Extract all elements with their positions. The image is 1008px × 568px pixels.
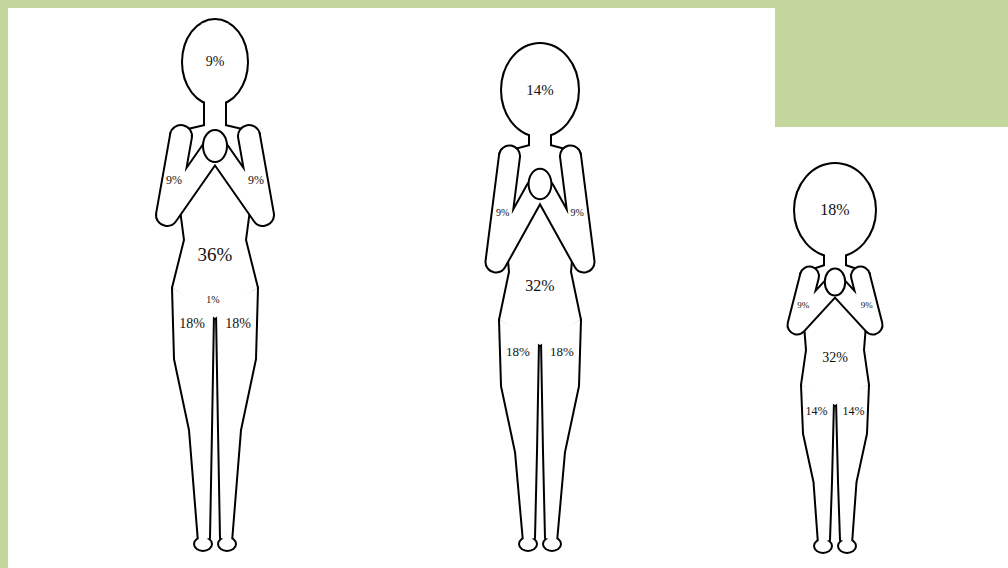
figure-foot (520, 538, 536, 550)
figure-head (502, 44, 578, 136)
percent-label: 36% (198, 245, 233, 264)
figure-leg (802, 385, 833, 544)
figure-leg (173, 288, 213, 542)
figure-leg (837, 385, 868, 544)
percent-label: 14% (843, 405, 865, 417)
figure-leg (173, 288, 213, 542)
percent-label: 1% (206, 295, 219, 305)
figure-head (502, 44, 578, 136)
figure-foot (544, 538, 560, 550)
figure-leg (542, 320, 580, 542)
figure-foot (195, 538, 211, 550)
figure-foot (520, 538, 536, 550)
percent-label: 18% (820, 202, 849, 218)
percent-label: 9% (571, 208, 584, 218)
percent-label: 18% (550, 345, 574, 358)
percent-label: 9% (861, 300, 873, 309)
figure-arm (544, 156, 584, 262)
percent-label: 18% (506, 345, 530, 358)
white-panel (8, 8, 775, 568)
figure-arm (496, 156, 536, 262)
percent-label: 32% (525, 278, 554, 294)
figure-foot (219, 538, 235, 550)
figure-leg (217, 288, 257, 542)
figure-arm (544, 156, 584, 262)
figure-leg (500, 320, 538, 542)
figure-foot (219, 538, 235, 550)
figure-head (183, 20, 247, 104)
figure-leg (500, 320, 538, 542)
figure-leg (217, 288, 257, 542)
percent-label: 14% (526, 83, 554, 98)
percent-label: 18% (225, 317, 251, 331)
figure-hands (203, 130, 227, 162)
figure-foot (544, 538, 560, 550)
figure-foot (815, 540, 831, 552)
percent-label: 9% (166, 174, 182, 186)
figure-hands (529, 169, 552, 199)
figure-head (183, 20, 247, 104)
figure-foot (839, 540, 855, 552)
figure-head (795, 164, 875, 256)
percent-label: 9% (496, 208, 509, 218)
figure-hands (825, 268, 845, 295)
figure-leg (542, 320, 580, 542)
figure-arm (496, 156, 536, 262)
figure-foot (839, 540, 855, 552)
figure-leg (837, 385, 868, 544)
percent-label: 9% (797, 300, 809, 309)
figure-foot (195, 538, 211, 550)
white-panel (775, 127, 1008, 568)
figure-foot (815, 540, 831, 552)
figure-leg (802, 385, 833, 544)
percent-label: 9% (206, 55, 225, 69)
percent-label: 32% (822, 351, 848, 365)
percent-label: 18% (179, 317, 205, 331)
percent-label: 14% (806, 405, 828, 417)
percent-label: 9% (248, 174, 264, 186)
figure-head (795, 164, 875, 256)
